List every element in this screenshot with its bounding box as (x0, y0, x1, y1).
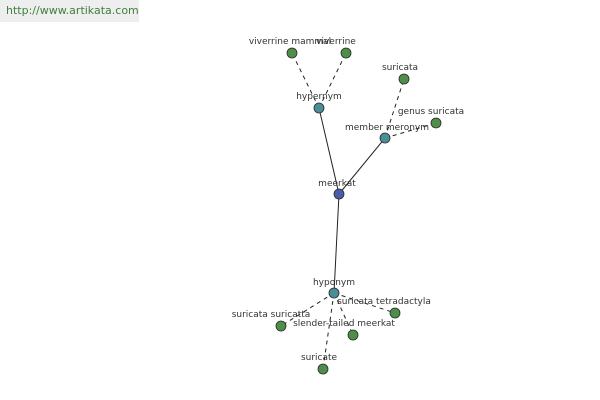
node-viverrine-mammal[interactable] (286, 47, 298, 59)
label-meerkat: meerkat (318, 179, 356, 189)
node-suricata-tetradactyla[interactable] (389, 307, 401, 319)
graph-edges (280, 52, 437, 370)
label-suricata: suricata (382, 63, 418, 73)
edge-center-member-meronym (338, 137, 386, 195)
label-suricata-tetradactyla: suricata tetradactyla (337, 297, 431, 307)
node-suricata-suricatta[interactable] (275, 320, 287, 332)
node-suricata[interactable] (398, 73, 410, 85)
node-member-meronym[interactable] (379, 132, 391, 144)
edge-hyponym-suricata-suricatta (280, 292, 335, 327)
label-viverrine: viverrine (316, 37, 356, 47)
graph-nodes (275, 47, 442, 375)
label-suricata-suricatta: suricata suricatta (232, 310, 311, 320)
node-hypernym[interactable] (313, 102, 325, 114)
label-member-meronym: member meronym (345, 123, 429, 133)
graph-labels: meerkat hypernym viverrine mammalviverrine… (232, 37, 464, 363)
edge-hypernym-viverrine (318, 52, 347, 109)
node-slender-tailed-meerkat[interactable] (347, 329, 359, 341)
label-hyponym: hyponym (313, 278, 355, 288)
edge-member-meronym-genus-suricata (384, 122, 437, 139)
edge-hyponym-suricata-tetradactyla (333, 292, 396, 314)
node-viverrine[interactable] (340, 47, 352, 59)
edge-center-hyponym (333, 193, 340, 294)
label-slender-tailed-meerkat: slender-tailed meerkat (293, 319, 395, 329)
node-genus-suricata[interactable] (430, 117, 442, 129)
source-url[interactable]: http://www.artikata.com (6, 4, 139, 17)
label-hypernym: hypernym (296, 92, 342, 102)
node-suricate[interactable] (317, 363, 329, 375)
label-viverrine-mammal: viverrine mammal (249, 37, 331, 47)
source-banner: http://www.artikata.com (0, 0, 139, 22)
edge-member-meronym-suricata (384, 78, 405, 139)
node-meerkat[interactable] (333, 188, 345, 200)
node-hyponym[interactable] (328, 287, 340, 299)
edge-hypernym-viverrine-mammal (291, 52, 320, 109)
edge-center-hypernym (318, 107, 340, 195)
label-suricate: suricate (301, 353, 338, 363)
label-genus-suricata: genus suricata (398, 107, 464, 117)
